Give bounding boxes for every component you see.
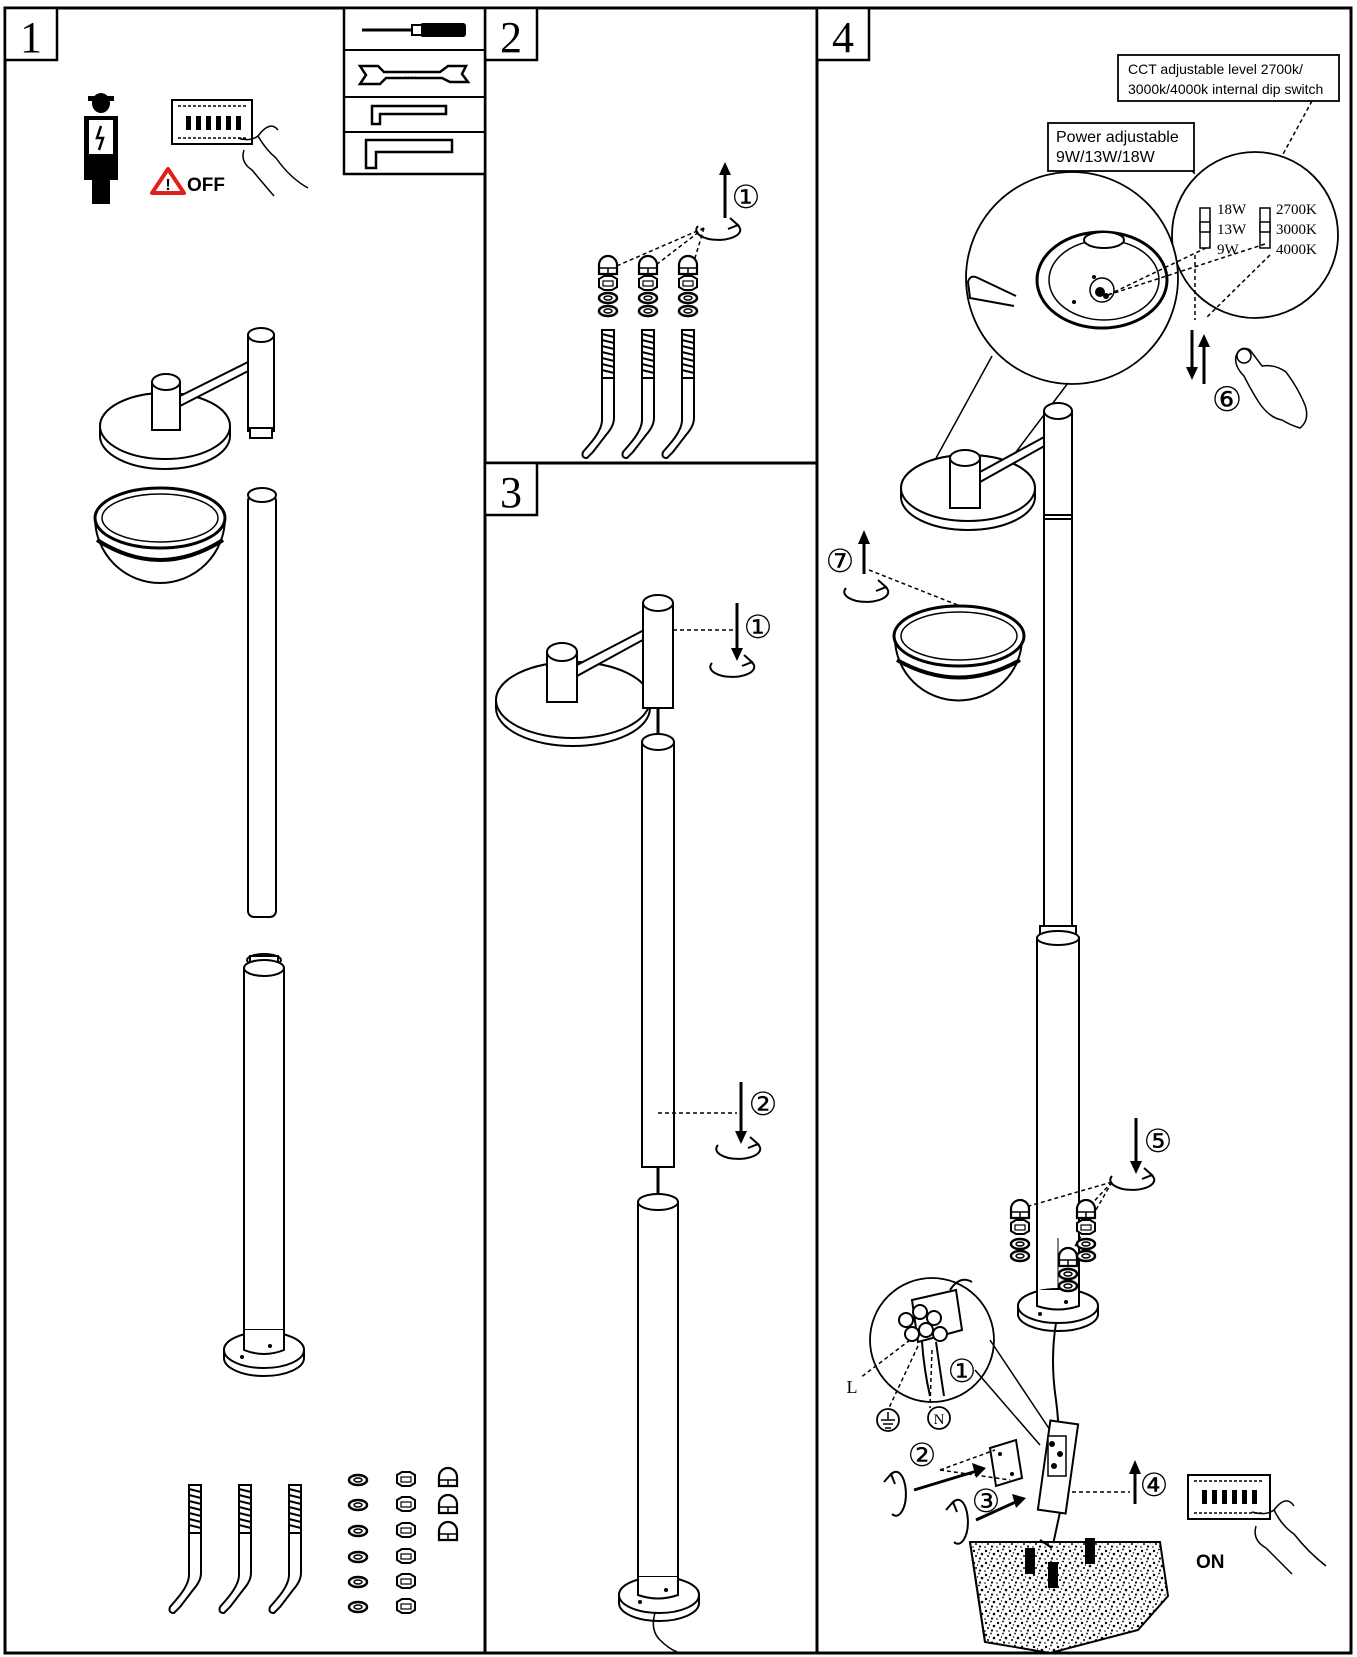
screwdriver-icon [362,23,466,37]
lamp-underside-detail [965,171,1266,385]
svg-text:CCT adjustable level 2700k/: CCT adjustable level 2700k/ [1128,61,1303,77]
breaker-switch-on-icon [1187,1474,1271,1520]
cct-note: CCT adjustable level 2700k/ 3000k/4000k … [1117,54,1340,102]
wire-n-badge: N [927,1406,951,1430]
svg-text:· · · ·: · · · · [405,74,416,80]
rotate-arrow-icon [843,579,890,603]
cct-2700k: 2700K [1276,202,1317,218]
hand-icon [1251,1500,1327,1575]
svg-text:9W/13W/18W: 9W/13W/18W [1056,149,1156,166]
tools-box: · · · · [342,6,487,176]
assembled-lamp [900,402,1099,1461]
svg-text:1: 1 [20,13,42,62]
on-label: ON [1196,1552,1225,1573]
rotate-arrow-icon [883,1470,907,1517]
hex-nuts [396,1471,416,1614]
panel-number-3: 3 [483,461,539,517]
breaker-switch-icon [171,99,253,145]
lower-pole [223,953,305,1377]
anchor-bolt-2 [218,1484,252,1614]
cct-3000k: 3000K [1276,222,1317,238]
panel2-removal: ① [581,162,761,459]
wiring-detail [869,1277,995,1403]
svg-text:!: ! [165,177,170,194]
panel-number-4: 4 [815,6,871,62]
svg-text:2: 2 [500,13,522,62]
step-1-label: ① [948,1353,977,1389]
panel2-nuts [597,254,699,318]
rotate-arrow-icon [945,1498,969,1545]
wire-l-label: L [847,1377,858,1397]
concrete-foundation [968,1538,1170,1655]
panel3-assembly: ① ② [495,594,778,1654]
anchor-bolt-1 [168,1484,202,1614]
earth-ground-icon [876,1408,900,1432]
step-2-label: ② [908,1437,937,1473]
step-4-label: ④ [1140,1467,1169,1503]
off-label: OFF [187,175,225,196]
electrician-icon [84,93,118,204]
hand-icon [1234,347,1308,429]
svg-text:3: 3 [500,468,522,517]
step-6-arrows [1186,330,1210,384]
hand-icon [237,125,309,197]
rotate-arrow-icon [715,1136,762,1160]
washers [347,1473,369,1614]
mounting-bracket [988,1438,1024,1488]
diffuser-bowl [93,486,227,584]
svg-text:Power adjustable: Power adjustable [1056,129,1179,146]
panel-number-1: 1 [3,6,59,62]
hex-key-large-icon [364,138,454,170]
power-18w: 18W [1217,202,1247,218]
upper-pole [247,487,277,918]
panel-number-2: 2 [483,6,539,62]
svg-text:3000k/4000k internal dip switc: 3000k/4000k internal dip switch [1128,81,1323,97]
step-1-label: ① [744,609,773,645]
step-1-label: ① [732,179,761,215]
junction-box [1036,1419,1080,1569]
step-7-label: ⑦ [826,543,855,579]
cap-nuts [437,1466,459,1542]
svg-text:N: N [934,1412,945,1428]
cct-4000k: 4000K [1276,242,1317,258]
rotate-arrow-icon [709,654,756,678]
lamp-head [99,327,275,470]
hex-key-small-icon [370,104,448,126]
step-6-label: ⑥ [1212,382,1242,419]
step-5-label: ⑤ [1144,1123,1173,1159]
step-2-label: ② [749,1086,778,1122]
wrench-icon: · · · · [357,64,471,86]
svg-text:4: 4 [832,13,854,62]
power-13w: 13W [1217,222,1247,238]
step-3-label: ③ [972,1483,1001,1519]
anchor-bolt-3 [268,1484,302,1614]
dip-switch-detail: 18W 13W 9W 2700K 3000K 4000K [1171,151,1339,319]
warning-triangle-icon: ! [150,167,186,195]
rotate-arrow-icon [1109,1167,1156,1191]
power-9w: 9W [1217,242,1240,258]
power-note: Power adjustable 9W/13W/18W [1047,122,1195,172]
panel4-bowl [868,569,1026,702]
